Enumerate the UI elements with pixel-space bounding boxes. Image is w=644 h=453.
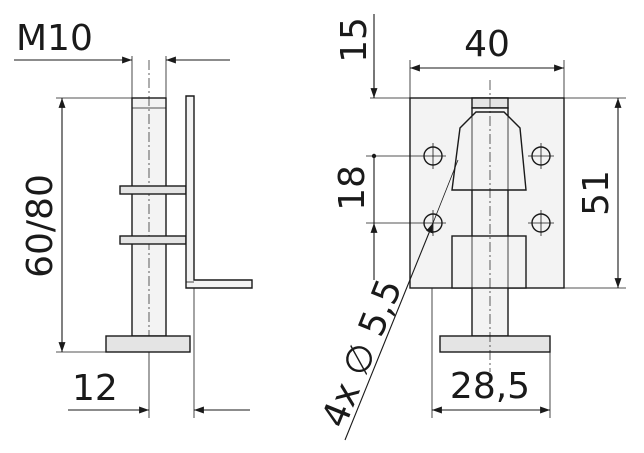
front-view: 15 40 18 51 28,5 4x ∅ 5,5 <box>314 14 626 441</box>
nut-upper <box>119 185 187 195</box>
bolt-head <box>105 335 191 353</box>
height-label: 51 <box>576 170 617 216</box>
side-view: M10 60/80 12 <box>14 18 253 418</box>
l-bracket <box>185 95 253 289</box>
nut-lower <box>119 235 187 245</box>
front-nut-upper <box>451 111 527 191</box>
front-bolt-head <box>439 335 551 353</box>
offset-label: 12 <box>72 368 118 409</box>
hole-leader-line <box>344 222 434 441</box>
holes-label: 4x ∅ 5,5 <box>314 274 410 434</box>
base-width-label: 28,5 <box>450 366 530 407</box>
width-label: 40 <box>464 24 510 65</box>
length-label: 60/80 <box>20 174 61 278</box>
top-gap-label: 15 <box>334 17 375 63</box>
thread-size-label: M10 <box>16 18 93 59</box>
front-nut-lower <box>451 235 527 289</box>
hole-spacing-label: 18 <box>332 165 373 211</box>
